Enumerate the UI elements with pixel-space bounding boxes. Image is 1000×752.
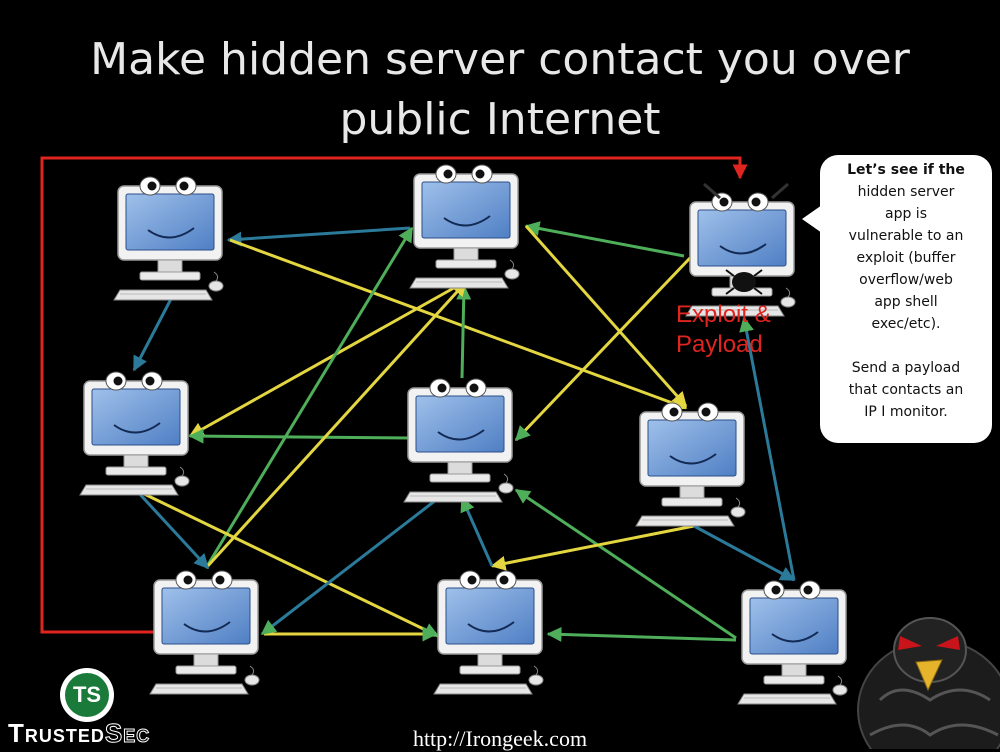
callout-line: app shell	[874, 294, 938, 310]
attack-path-line	[40, 156, 748, 634]
callout-line: exploit (buffer	[856, 250, 956, 266]
callout-bubble: Let’s see if the hidden server app is vu…	[820, 155, 992, 443]
slide-title-line1: Make hidden server contact you over	[90, 34, 910, 85]
brand-part2: Sec	[104, 718, 151, 749]
connection-arrows	[132, 221, 796, 642]
exploit-label: Exploit & Payload	[676, 300, 771, 360]
computer-icon	[685, 192, 796, 317]
computer-icon	[737, 580, 848, 705]
computer-icon	[635, 402, 746, 527]
computer-icon	[409, 164, 520, 289]
callout-line: Send a payload	[851, 360, 961, 376]
computer-icon	[113, 176, 224, 301]
computer-icon	[79, 371, 190, 496]
logo-text: TS	[65, 673, 109, 717]
callout-line: IP I monitor.	[864, 404, 948, 420]
callout-line: exec/etc).	[871, 316, 941, 332]
callout-tail	[802, 205, 822, 233]
computer-icon	[433, 570, 544, 695]
footer-url: http://Irongeek.com	[412, 726, 588, 751]
computer-icon	[149, 570, 260, 695]
penguin-mascot-icon	[857, 617, 1000, 749]
brand-part1: Trusted	[8, 718, 105, 748]
callout-line: Let’s see if the	[847, 162, 965, 178]
slide-title-line2: public Internet	[339, 94, 661, 145]
brand-name: TrustedSec	[8, 718, 150, 749]
callout-line: app is	[885, 206, 927, 222]
callout-line: overflow/web	[859, 272, 953, 288]
computer-icon	[403, 378, 514, 503]
callout-line: that contacts an	[848, 382, 964, 398]
callout-line: hidden server	[857, 184, 955, 200]
exploit-label-line2: Payload	[676, 331, 763, 358]
bug-icon	[703, 182, 789, 295]
trustedsec-logo-icon: TS	[60, 668, 114, 722]
exploit-label-line1: Exploit &	[676, 301, 771, 328]
callout-line: vulnerable to an	[848, 228, 964, 244]
